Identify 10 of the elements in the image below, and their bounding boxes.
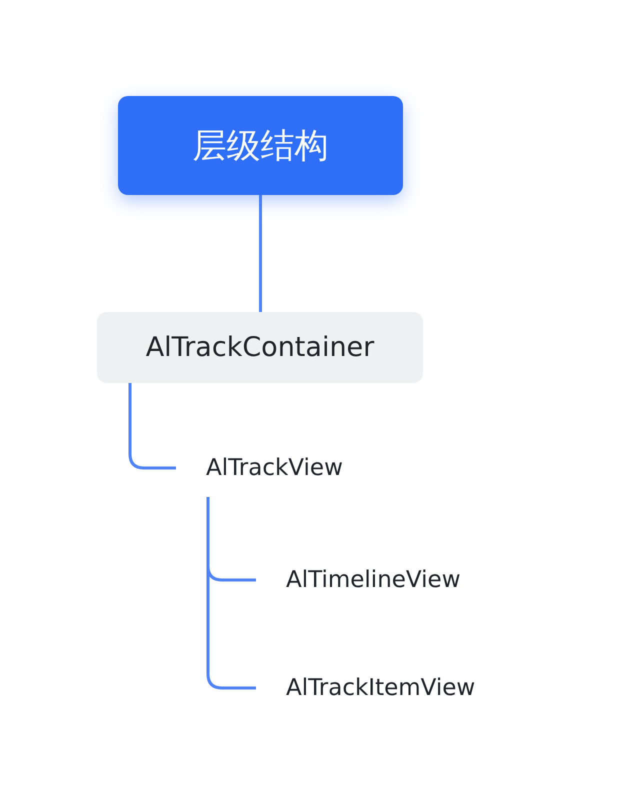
topic-label: AlTimelineView <box>286 567 460 593</box>
connector-line <box>128 383 176 470</box>
topic-box <box>118 96 403 195</box>
topic-label: AlTrackView <box>206 455 343 481</box>
subtopic-box <box>97 312 423 383</box>
topic-label: AlTrackContainer <box>146 332 374 363</box>
topic-label: AlTrackItemView <box>286 675 476 701</box>
connector-line <box>259 195 262 312</box>
topic-label: 层级结构 <box>192 124 328 168</box>
connector-line <box>206 497 256 690</box>
